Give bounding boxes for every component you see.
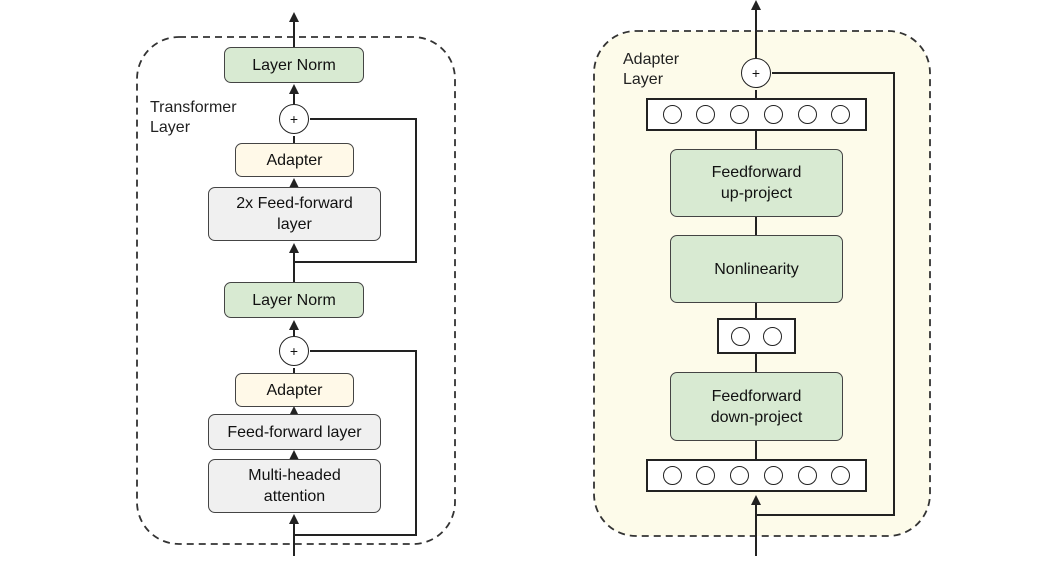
neuron-circle bbox=[831, 466, 851, 485]
neuron-circle bbox=[662, 105, 682, 124]
layer-norm-bottom: Layer Norm bbox=[224, 282, 364, 318]
residual-connection-bottom bbox=[294, 350, 417, 536]
neuron-circle bbox=[831, 105, 851, 124]
feed-forward-2x-layer: 2x Feed-forward layer bbox=[208, 187, 381, 241]
transformer-layer-title: Transformer Layer bbox=[150, 99, 237, 136]
neuron-circle bbox=[797, 466, 817, 485]
adapter-block-bottom: Adapter bbox=[235, 373, 354, 407]
neuron-circle bbox=[662, 466, 682, 485]
bottleneck-neurons bbox=[717, 318, 796, 354]
output-neurons bbox=[646, 98, 867, 131]
neuron-circle bbox=[797, 105, 817, 124]
neuron-circle bbox=[696, 105, 716, 124]
residual-add-bottom: + bbox=[279, 336, 309, 366]
neuron-circle bbox=[730, 466, 750, 485]
residual-connection-top bbox=[294, 118, 417, 263]
residual-add-top: + bbox=[279, 104, 309, 134]
neuron-circle bbox=[731, 326, 751, 346]
adapter-block-top: Adapter bbox=[235, 143, 354, 177]
nonlinearity: Nonlinearity bbox=[670, 235, 843, 303]
neuron-circle bbox=[763, 466, 783, 485]
neuron-circle bbox=[763, 105, 783, 124]
adapter-skip-add: + bbox=[741, 58, 771, 88]
multi-headed-attention: Multi-headed attention bbox=[208, 459, 381, 513]
feed-forward-layer: Feed-forward layer bbox=[208, 414, 381, 450]
transformer-layer-container bbox=[136, 36, 456, 545]
adapter-skip-connection bbox=[756, 72, 895, 516]
adapter-layer-title: Adapter Layer bbox=[623, 51, 680, 88]
neuron-circle bbox=[696, 466, 716, 485]
feedforward-down-project: Feedforward down-project bbox=[670, 372, 843, 441]
neuron-circle bbox=[730, 105, 750, 124]
input-neurons bbox=[646, 459, 867, 492]
neuron-circle bbox=[762, 326, 782, 346]
layer-norm-top: Layer Norm bbox=[224, 47, 364, 83]
feedforward-up-project: Feedforward up-project bbox=[670, 149, 843, 217]
